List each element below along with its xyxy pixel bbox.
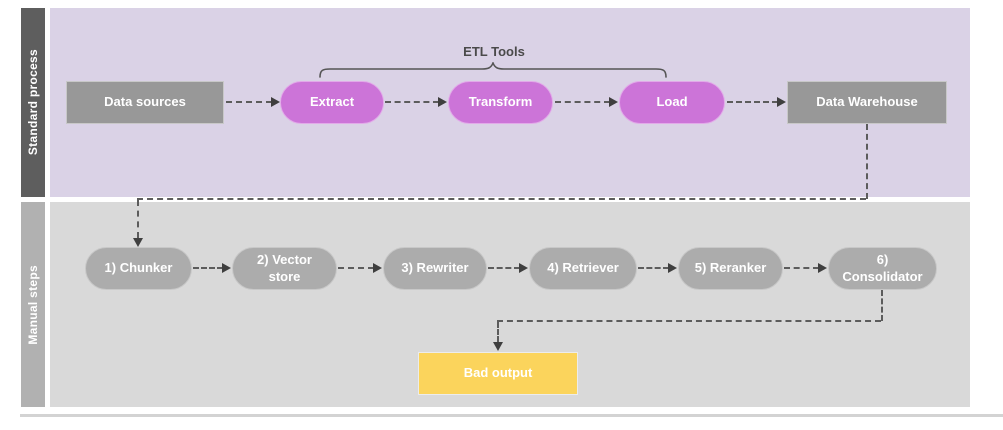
dashed-line [226,101,272,103]
dashed-line [497,322,499,342]
lane-standard-process-label: Standard process [26,49,40,156]
dashed-line [497,320,881,322]
node-data-warehouse: Data Warehouse [787,81,947,124]
dashed-line [137,200,139,238]
lane-manual-steps-header: Manual steps [21,202,45,407]
arrow-head-icon [271,97,280,107]
dashed-line [638,267,669,269]
arrow-head-icon [493,342,503,351]
dashed-line [727,101,778,103]
arrow-head-icon [373,263,382,273]
lane-manual-steps-label: Manual steps [26,264,40,345]
arrow-head-icon [519,263,528,273]
dashed-line [137,198,866,200]
node-chunker: 1) Chunker [85,247,192,290]
node-rewriter: 3) Rewriter [383,247,487,290]
arrow-head-icon [438,97,447,107]
dashed-line [338,267,374,269]
dashed-line [784,267,819,269]
dashed-line [881,290,883,321]
node-data-sources: Data sources [66,81,224,124]
dashed-line [385,101,439,103]
etl-tools-annotation: ETL Tools [463,44,525,59]
dashed-line [193,267,223,269]
arrow-head-icon [609,97,618,107]
node-consolidator: 6) Consolidator [828,247,937,290]
arrow-head-icon [222,263,231,273]
node-load: Load [619,81,725,124]
arrow-head-icon [668,263,677,273]
bottom-divider [20,414,1003,417]
dashed-line [866,124,868,199]
arrow-head-icon [777,97,786,107]
node-transform: Transform [448,81,553,124]
node-vector-store: 2) Vector store [232,247,337,290]
node-extract: Extract [280,81,384,124]
dashed-line [488,267,520,269]
lane-standard-process-header: Standard process [21,8,45,197]
arrow-head-icon [818,263,827,273]
node-retriever: 4) Retriever [529,247,637,290]
etl-tools-brace [319,62,667,78]
dashed-line [555,101,610,103]
node-bad-output: Bad output [418,352,578,395]
node-reranker: 5) Reranker [678,247,783,290]
arrow-head-icon [133,238,143,247]
